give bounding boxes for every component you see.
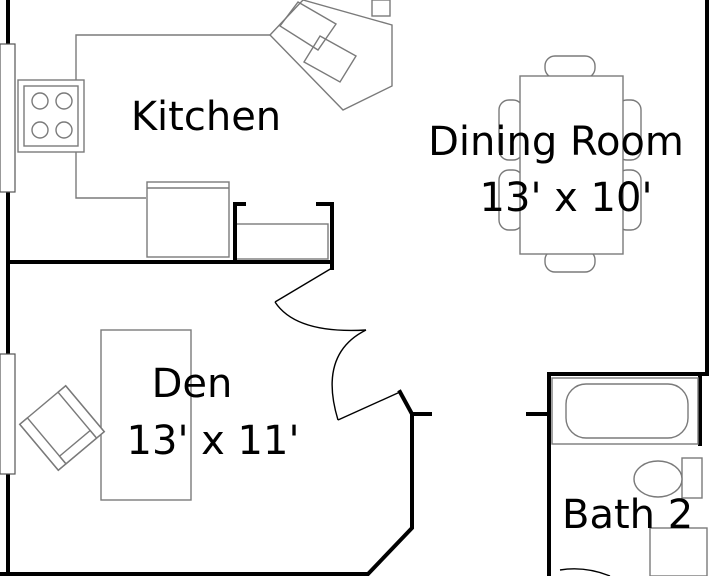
bifold-door <box>274 267 401 421</box>
windows <box>0 43 16 475</box>
den-window <box>0 353 16 475</box>
bar-counter <box>233 202 332 260</box>
desk-icon <box>100 329 192 501</box>
den-furniture <box>18 329 192 501</box>
toilet-icon <box>633 457 703 499</box>
dining-room-size: 13' x 10' <box>480 175 653 221</box>
kitchen-label: Kitchen <box>131 94 281 140</box>
kitchen-window <box>0 43 16 193</box>
bath-door-swing <box>559 568 611 576</box>
bath-fixtures <box>551 377 708 576</box>
bathtub-icon <box>551 377 699 445</box>
dining-table-icon <box>498 55 642 273</box>
vanity-icon <box>649 527 708 576</box>
sink-icon <box>269 0 393 111</box>
stove-icon <box>17 79 85 153</box>
bath-label: Bath 2 <box>562 492 693 538</box>
dining-room-label: Dining Room <box>428 119 684 165</box>
kitchen-fixtures <box>17 0 393 260</box>
armchair-icon <box>18 384 106 472</box>
den-label: Den <box>152 361 233 407</box>
den-size: 13' x 11' <box>127 418 300 464</box>
dishwasher-icon <box>146 181 230 258</box>
